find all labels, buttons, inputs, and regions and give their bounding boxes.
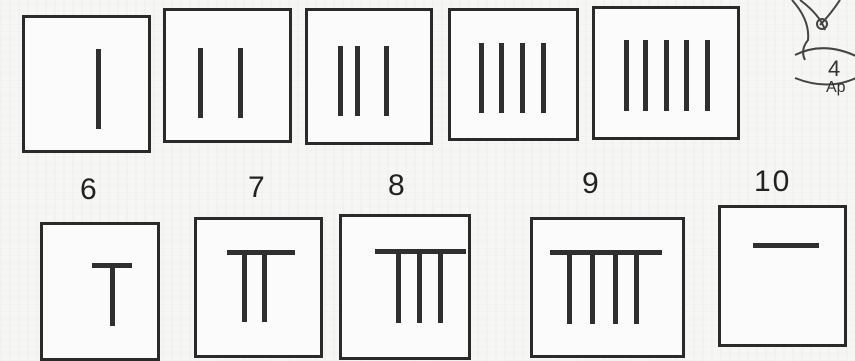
tally-stroke <box>238 48 243 118</box>
rod-box-7 <box>194 217 323 358</box>
rod-stroke <box>242 252 247 322</box>
corner-month: Ap <box>826 79 846 97</box>
rod-stroke <box>613 254 618 324</box>
rod-stroke <box>262 252 267 322</box>
number-8: 8 <box>388 169 407 203</box>
tally-stroke <box>664 40 669 111</box>
corner-calendar-decoration: 4 Ap <box>790 0 855 100</box>
tally-stroke <box>624 40 629 111</box>
rod-stroke <box>567 254 572 324</box>
tally-stroke <box>643 40 648 111</box>
number-6: 6 <box>80 173 99 207</box>
number-10: 10 <box>754 165 791 199</box>
tally-stroke <box>684 40 689 111</box>
rod-stroke <box>110 265 115 326</box>
rod-box-9 <box>530 217 685 358</box>
tally-stroke <box>355 46 360 116</box>
rod-box-8 <box>339 214 471 360</box>
number-9: 9 <box>582 167 601 201</box>
tally-stroke <box>479 43 484 113</box>
rod-stroke <box>634 254 639 324</box>
tally-stroke <box>520 43 525 113</box>
tally-stroke <box>499 43 504 113</box>
rod-bar <box>227 250 295 255</box>
rod-stroke <box>438 253 443 323</box>
tally-stroke <box>96 49 101 129</box>
tally-box-2 <box>163 8 292 143</box>
tally-box-5 <box>592 6 740 140</box>
tally-stroke <box>198 48 203 118</box>
rod-stroke <box>590 254 595 324</box>
tally-stroke <box>705 40 710 111</box>
rod-stroke <box>417 253 422 323</box>
tally-box-1 <box>22 15 151 153</box>
rod-box-10 <box>718 205 847 347</box>
number-7: 7 <box>248 171 267 205</box>
tally-box-4 <box>448 8 579 141</box>
tally-stroke <box>541 43 546 113</box>
tally-stroke <box>338 46 343 116</box>
rod-bar <box>753 243 819 248</box>
rod-stroke <box>396 253 401 323</box>
tally-stroke <box>384 46 389 116</box>
rod-box-6 <box>40 222 160 361</box>
tally-box-3 <box>305 8 433 145</box>
